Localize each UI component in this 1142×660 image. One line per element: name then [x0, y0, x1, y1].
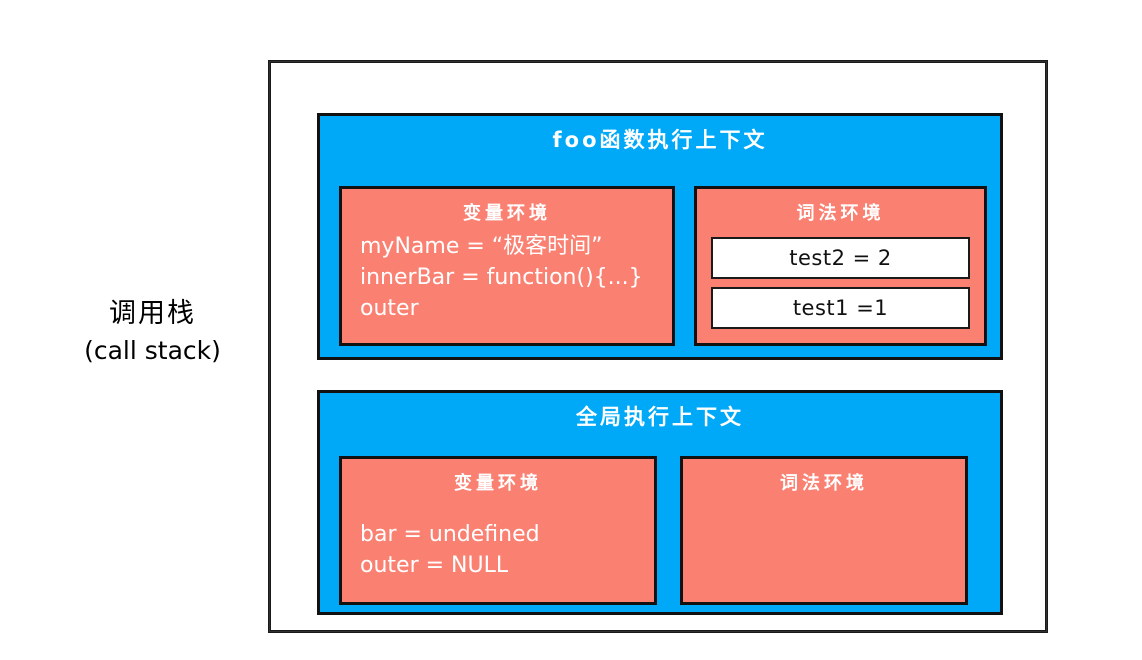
variable-environment-foo: 变量环境 myName = “极客时间” innerBar = function… — [339, 186, 675, 346]
call-stack-frame: foo函数执行上下文 变量环境 myName = “极客时间” innerBar… — [268, 60, 1048, 633]
binding-row: test2 = 2 — [711, 237, 970, 279]
binding-row: test1 =1 — [711, 287, 970, 329]
variable-entry: myName = “极客时间” — [360, 234, 603, 259]
variable-environment-entries-foo: myName = “极客时间” innerBar = function(){..… — [360, 231, 662, 325]
variable-environment-global: 变量环境 bar = undefined outer = NULL — [339, 456, 657, 605]
variable-environment-title-global: 变量环境 — [454, 473, 542, 494]
execution-context-global: 全局执行上下文 变量环境 bar = undefined outer = NUL… — [317, 390, 1003, 615]
variable-environment-title-foo: 变量环境 — [463, 203, 551, 224]
context-title-global: 全局执行上下文 — [576, 405, 744, 429]
lexical-environment-global: 词法环境 — [680, 456, 968, 605]
call-stack-label-chinese: 调用栈 — [109, 298, 196, 329]
context-title-foo: foo函数执行上下文 — [552, 128, 768, 152]
call-stack-label-english: (call stack) — [84, 336, 221, 366]
variable-environment-entries-global: bar = undefined outer = NULL — [360, 519, 644, 581]
variable-entry: bar = undefined — [360, 522, 540, 547]
lexical-environment-foo: 词法环境 test2 = 2 test1 =1 — [694, 186, 987, 346]
lexical-environment-title-global: 词法环境 — [780, 473, 868, 494]
execution-context-foo: foo函数执行上下文 变量环境 myName = “极客时间” innerBar… — [317, 113, 1003, 360]
variable-entry: outer — [360, 296, 419, 322]
lexical-environment-title-foo: 词法环境 — [796, 203, 885, 224]
binding-list-foo: test2 = 2 test1 =1 — [711, 237, 970, 329]
variable-entry: innerBar = function(){...} — [360, 265, 643, 291]
variable-entry: outer = NULL — [360, 553, 509, 579]
call-stack-label: 调用栈 (call stack) — [40, 296, 265, 368]
